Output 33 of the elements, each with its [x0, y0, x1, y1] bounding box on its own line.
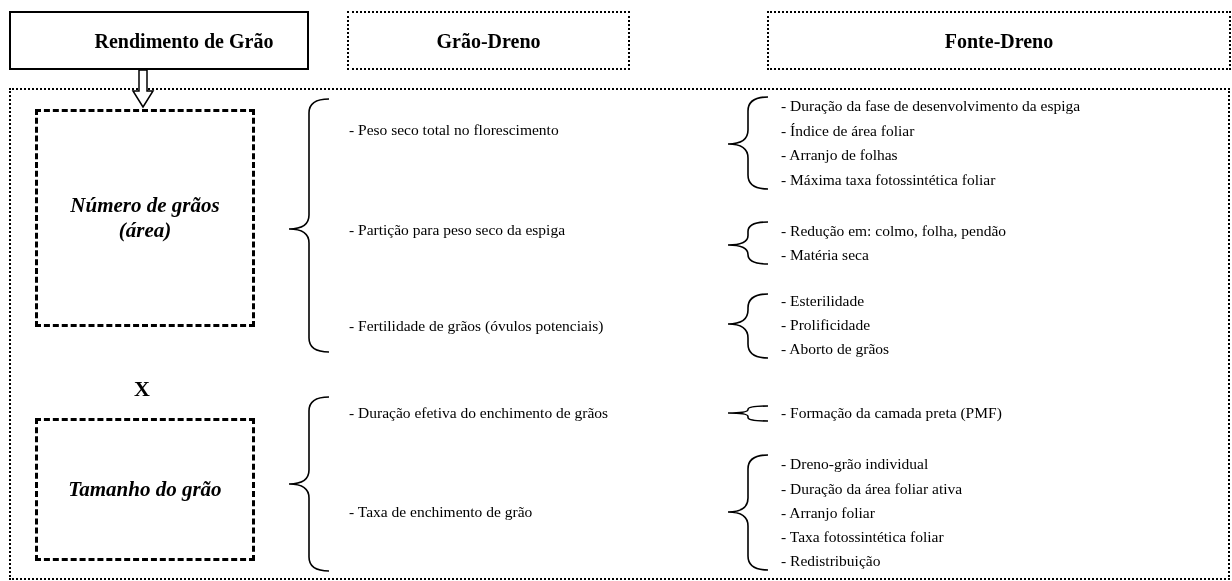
list-item: - Duração da fase de desenvolvimento da espiga	[781, 96, 1081, 116]
header-box	[9, 11, 309, 70]
box-label: Número de grãos (área)	[69, 192, 221, 244]
list-item: - Máxima taxa fotossintética foliar	[781, 170, 996, 190]
header-box	[347, 11, 630, 70]
list-item: - Fertilidade de grãos (óvulos potenciais)	[349, 316, 604, 336]
box-label: Tamanho do grão	[68, 476, 222, 503]
list-item: - Formação da camada preta (PMF)	[781, 403, 1002, 423]
list-item: - Duração da área foliar ativa	[781, 479, 963, 499]
list-item: - Índice de área foliar	[781, 121, 915, 141]
list-item: - Taxa fotossintética foliar	[781, 527, 944, 547]
list-item: - Arranjo foliar	[781, 503, 875, 523]
list-item: - Matéria seca	[781, 245, 869, 265]
list-item: - Redistribuição	[781, 551, 881, 571]
list-item: - Redução em: colmo, folha, pendão	[781, 221, 1007, 241]
box-label: Fonte-Dreno	[944, 28, 1054, 53]
list-item: - Arranjo de folhas	[781, 145, 898, 165]
header-box	[767, 11, 1231, 70]
list-item: - Prolificidade	[781, 315, 871, 335]
list-item: - Peso seco total no florescimento	[349, 120, 559, 140]
list-item: - Dreno-grão individual	[781, 454, 929, 474]
list-item: - Esterilidade	[781, 291, 865, 311]
box-label: Grão-Dreno	[436, 28, 541, 53]
hollow-arrow	[131, 69, 155, 109]
dashed-box	[35, 418, 255, 561]
list-item: - Aborto de grãos	[781, 339, 890, 359]
list-item: - Partição para peso seco da espiga	[349, 220, 566, 240]
box-label: Rendimento de Grão	[94, 28, 274, 53]
dashed-box	[35, 109, 255, 327]
operator-label: X	[134, 377, 150, 401]
dotted-panel	[9, 88, 1230, 580]
list-item: - Taxa de enchimento de grão	[349, 502, 533, 522]
list-item: - Duração efetiva do enchimento de grãos	[349, 403, 609, 423]
